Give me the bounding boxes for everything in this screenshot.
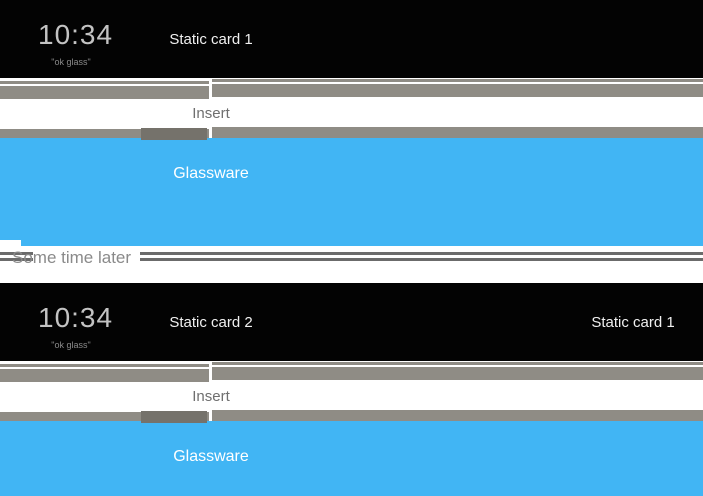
static-card-1: Static card 1 bbox=[169, 31, 253, 48]
divider-line-right-bottom bbox=[140, 258, 703, 261]
insert-marker: Insert bbox=[192, 388, 230, 405]
glassware-card: Glassware bbox=[0, 138, 703, 246]
timeline-bar: 10:34 "ok glass" Static card 1 bbox=[0, 0, 703, 78]
divider-line-left-top bbox=[0, 252, 33, 255]
home-clock-card: 10:34 "ok glass" bbox=[38, 302, 114, 351]
strip-thick-right bbox=[212, 84, 703, 97]
glassware-card-label: Glassware bbox=[173, 165, 249, 182]
strip-notch bbox=[141, 411, 207, 423]
timeline-state-2: 10:34 "ok glass" Static card 2 Static ca… bbox=[0, 283, 703, 496]
insert-marker: Insert bbox=[192, 105, 230, 122]
strip-bottom-right bbox=[212, 410, 703, 421]
divider-line-right-top bbox=[140, 252, 703, 255]
strip-thick-left bbox=[0, 369, 209, 382]
strip-thin-right bbox=[212, 79, 703, 82]
static-card-1: Static card 1 bbox=[591, 314, 675, 331]
ok-glass-hotword: "ok glass" bbox=[51, 340, 91, 350]
clock-time: 10:34 bbox=[38, 302, 114, 333]
strip-bottom-left bbox=[0, 129, 209, 138]
strip-bottom-right bbox=[212, 127, 703, 138]
static-card-2: Static card 2 bbox=[169, 314, 253, 331]
glassware-card: Glassware bbox=[0, 421, 703, 496]
strip-thick-right bbox=[212, 367, 703, 380]
time-divider: Some time later bbox=[0, 246, 703, 283]
strip-thick-left bbox=[0, 86, 209, 99]
strip-thin-left bbox=[0, 364, 209, 367]
strip-thin-left bbox=[0, 81, 209, 84]
card-edge-notch bbox=[0, 240, 21, 246]
glassware-card-label: Glassware bbox=[173, 448, 249, 465]
timeline-state-1: 10:34 "ok glass" Static card 1 Insert Gl… bbox=[0, 0, 703, 246]
strip-bottom-left bbox=[0, 412, 209, 421]
divider-line-left-bottom bbox=[0, 258, 33, 261]
clock-time: 10:34 bbox=[38, 19, 114, 50]
strip-thin-right bbox=[212, 362, 703, 365]
ok-glass-hotword: "ok glass" bbox=[51, 57, 91, 67]
home-clock-card: 10:34 "ok glass" bbox=[38, 19, 114, 68]
timeline-bar: 10:34 "ok glass" Static card 2 Static ca… bbox=[0, 283, 703, 361]
time-divider-label: Some time later bbox=[12, 248, 132, 267]
strip-notch bbox=[141, 128, 207, 140]
